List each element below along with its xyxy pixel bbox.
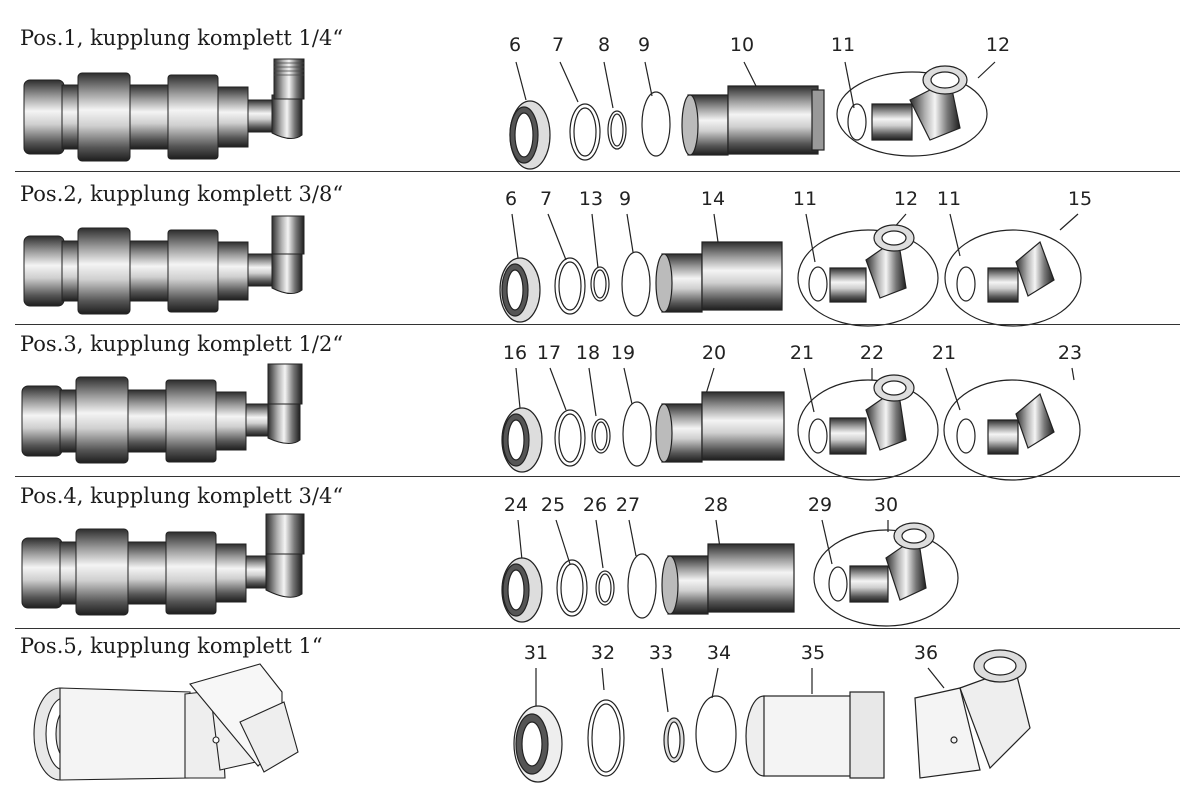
row-divider	[15, 628, 1180, 629]
part-label: 25	[540, 494, 566, 516]
part-label: 11	[792, 188, 818, 210]
part-label: 13	[578, 188, 604, 210]
coupling-assembly-image	[21, 513, 305, 616]
row-title: Pos.4, kupplung komplett 3/4“	[20, 484, 344, 508]
row-pos-4: Pos.4, kupplung komplett 3/4“ 24 25 26 2…	[0, 476, 1200, 629]
coupling-assembly-image	[23, 215, 305, 315]
part-label: 26	[582, 494, 608, 516]
part-label: 8	[597, 34, 611, 56]
part-label: 9	[637, 34, 651, 56]
row-pos-5: Pos.5, kupplung komplett 1“ 31 32 33 34 …	[0, 628, 1200, 800]
part-label: 14	[700, 188, 726, 210]
part-label: 12	[985, 34, 1011, 56]
row-pos-1: Pos.1, kupplung komplett 1/4“ 6 7 8 9 10…	[0, 0, 1200, 172]
part-label: 21	[931, 342, 957, 364]
part-label: 11	[830, 34, 856, 56]
row-pos-3: Pos.3, kupplung komplett 1/2“ 16 17 18 1…	[0, 324, 1200, 481]
part-label: 20	[701, 342, 727, 364]
coupling-assembly-image	[23, 58, 305, 162]
part-label: 17	[536, 342, 562, 364]
part-label: 23	[1057, 342, 1083, 364]
part-label: 10	[729, 34, 755, 56]
row-pos-2: Pos.2, kupplung komplett 3/8“ 6 7 13 9 1…	[0, 172, 1200, 327]
part-label: 6	[508, 34, 522, 56]
row-title: Pos.3, kupplung komplett 1/2“	[20, 332, 344, 356]
part-label: 22	[859, 342, 885, 364]
row-title: Pos.2, kupplung komplett 3/8“	[20, 182, 344, 206]
exploded-parts	[501, 519, 959, 627]
part-label: 24	[503, 494, 529, 516]
row-divider	[15, 324, 1180, 325]
row-title: Pos.1, kupplung komplett 1/4“	[20, 26, 344, 50]
part-label: 18	[575, 342, 601, 364]
part-label: 30	[873, 494, 899, 516]
part-label: 7	[551, 34, 565, 56]
coupling-assembly-image	[21, 363, 303, 464]
row-title: Pos.5, kupplung komplett 1“	[20, 634, 323, 658]
part-label: 31	[523, 642, 549, 664]
part-label: 11	[936, 188, 962, 210]
exploded-parts	[501, 367, 1081, 481]
part-label: 35	[800, 642, 826, 664]
part-label: 32	[590, 642, 616, 664]
coupling-assembly-image	[33, 663, 299, 781]
part-label: 9	[618, 188, 632, 210]
part-label: 28	[703, 494, 729, 516]
exploded-parts	[513, 649, 1031, 783]
part-label: 6	[504, 188, 518, 210]
exploded-parts	[499, 213, 1082, 327]
exploded-parts	[509, 61, 996, 170]
row-divider	[15, 476, 1180, 477]
part-label: 33	[648, 642, 674, 664]
part-label: 7	[539, 188, 553, 210]
part-label: 19	[610, 342, 636, 364]
part-label: 36	[913, 642, 939, 664]
part-label: 16	[502, 342, 528, 364]
part-label: 29	[807, 494, 833, 516]
part-label: 34	[706, 642, 732, 664]
row-divider	[15, 171, 1180, 172]
part-label: 12	[893, 188, 919, 210]
part-label: 21	[789, 342, 815, 364]
part-label: 27	[615, 494, 641, 516]
part-label: 15	[1067, 188, 1093, 210]
